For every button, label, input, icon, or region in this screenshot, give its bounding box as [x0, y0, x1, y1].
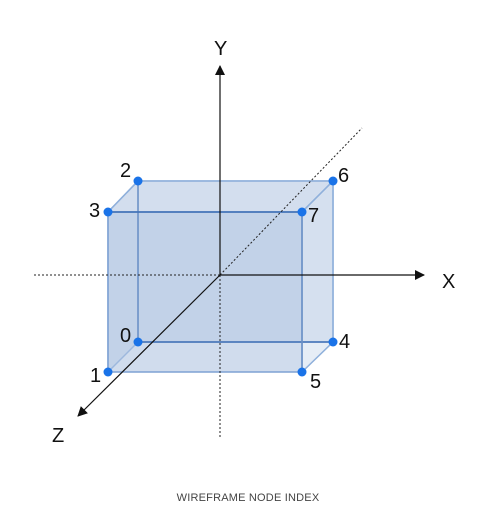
node-7[interactable]	[297, 207, 307, 217]
node-5[interactable]	[297, 367, 307, 377]
node-6[interactable]	[328, 176, 338, 186]
node-label-4: 4	[339, 331, 350, 353]
y-axis-label: Y	[214, 38, 227, 60]
node-3[interactable]	[103, 207, 113, 217]
nodes	[103, 176, 338, 377]
node-label-3: 3	[89, 200, 100, 222]
node-label-6: 6	[338, 165, 349, 187]
node-label-0: 0	[120, 325, 131, 347]
node-label-2: 2	[120, 160, 131, 182]
node-label-7: 7	[308, 205, 319, 227]
node-1[interactable]	[103, 367, 113, 377]
node-label-5: 5	[310, 371, 321, 393]
x-axis-label: X	[442, 271, 455, 293]
diagram-caption: WIREFRAME NODE INDEX	[176, 492, 320, 504]
cube-front-face	[107, 211, 303, 373]
node-0[interactable]	[133, 337, 143, 347]
node-2[interactable]	[133, 176, 143, 186]
z-axis	[77, 274, 221, 417]
node-label-1: 1	[90, 365, 101, 387]
z-axis-label: Z	[52, 425, 64, 447]
node-4[interactable]	[328, 337, 338, 347]
